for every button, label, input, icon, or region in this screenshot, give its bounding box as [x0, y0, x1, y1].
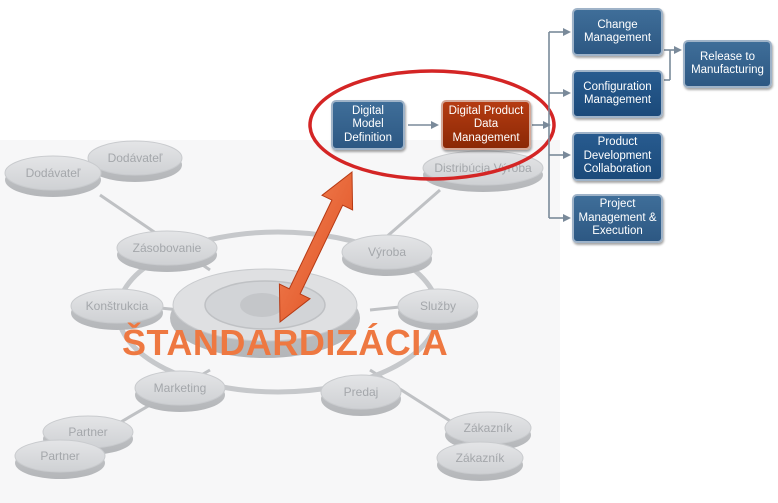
- pad-dodavatel-front: Dodávateľ: [4, 155, 102, 197]
- pad-label: Výroba: [368, 245, 406, 259]
- box-product-development-collaboration[interactable]: Product Development Collaboration: [572, 132, 663, 181]
- pad-zasobovanie: Zásobovanie: [116, 230, 218, 272]
- box-digital-product-data-management[interactable]: Digital Product Data Management: [441, 100, 531, 150]
- pad-label: Zásobovanie: [133, 241, 202, 255]
- center-hub: [170, 268, 360, 358]
- pad-zakaznik-front: Zákazník: [436, 441, 524, 481]
- pad-label: Partner: [40, 449, 79, 463]
- pad-label: Predaj: [344, 385, 379, 399]
- pad-label: Dodávateľ: [26, 166, 81, 180]
- pad-marketing: Marketing: [134, 370, 226, 412]
- box-change-management[interactable]: Change Management: [572, 8, 663, 56]
- pad-label: Služby: [420, 299, 456, 313]
- pad-label: Zákazník: [464, 421, 514, 435]
- box-label: Digital Model Definition: [344, 104, 392, 144]
- pad-sluzby: Služby: [397, 288, 479, 330]
- box-label: Configuration Management: [583, 80, 652, 107]
- pad-partner-front: Partner: [14, 439, 106, 479]
- box-digital-model-definition[interactable]: Digital Model Definition: [331, 100, 405, 150]
- pad-label: Distribúcia Výroba: [434, 161, 532, 175]
- pad-vyroba: Výroba: [341, 234, 433, 276]
- box-label: Project Management & Execution: [578, 198, 657, 238]
- box-label: Change Management: [583, 18, 652, 45]
- standardization-label: ŠTANDARDIZÁCIA: [122, 322, 449, 363]
- box-label: Digital Product Data Management: [448, 104, 524, 144]
- box-label: Release to Manufacturing: [691, 50, 764, 77]
- highlight-ring: [308, 69, 556, 181]
- box-project-management-execution[interactable]: Project Management & Execution: [572, 194, 663, 243]
- pad-konstrukcia: Konštrukcia: [70, 288, 164, 330]
- pad-predaj: Predaj: [320, 374, 402, 416]
- box-label: Product Development Collaboration: [583, 136, 652, 176]
- pad-label: Partner: [68, 425, 107, 439]
- box-configuration-management[interactable]: Configuration Management: [572, 70, 663, 118]
- connector-arrowheads: [431, 28, 682, 222]
- pad-dodavatel-back: Dodávateľ: [87, 140, 183, 182]
- pad-label: Marketing: [154, 381, 207, 395]
- box-release-to-manufacturing[interactable]: Release to Manufacturing: [683, 40, 772, 88]
- pad-label: Zákazník: [456, 451, 506, 465]
- double-arrow-icon: [278, 170, 354, 324]
- pad-distribucia: Distribúcia Výroba: [422, 150, 544, 192]
- pad-label: Dodávateľ: [108, 151, 163, 165]
- pad-label: Konštrukcia: [86, 299, 149, 313]
